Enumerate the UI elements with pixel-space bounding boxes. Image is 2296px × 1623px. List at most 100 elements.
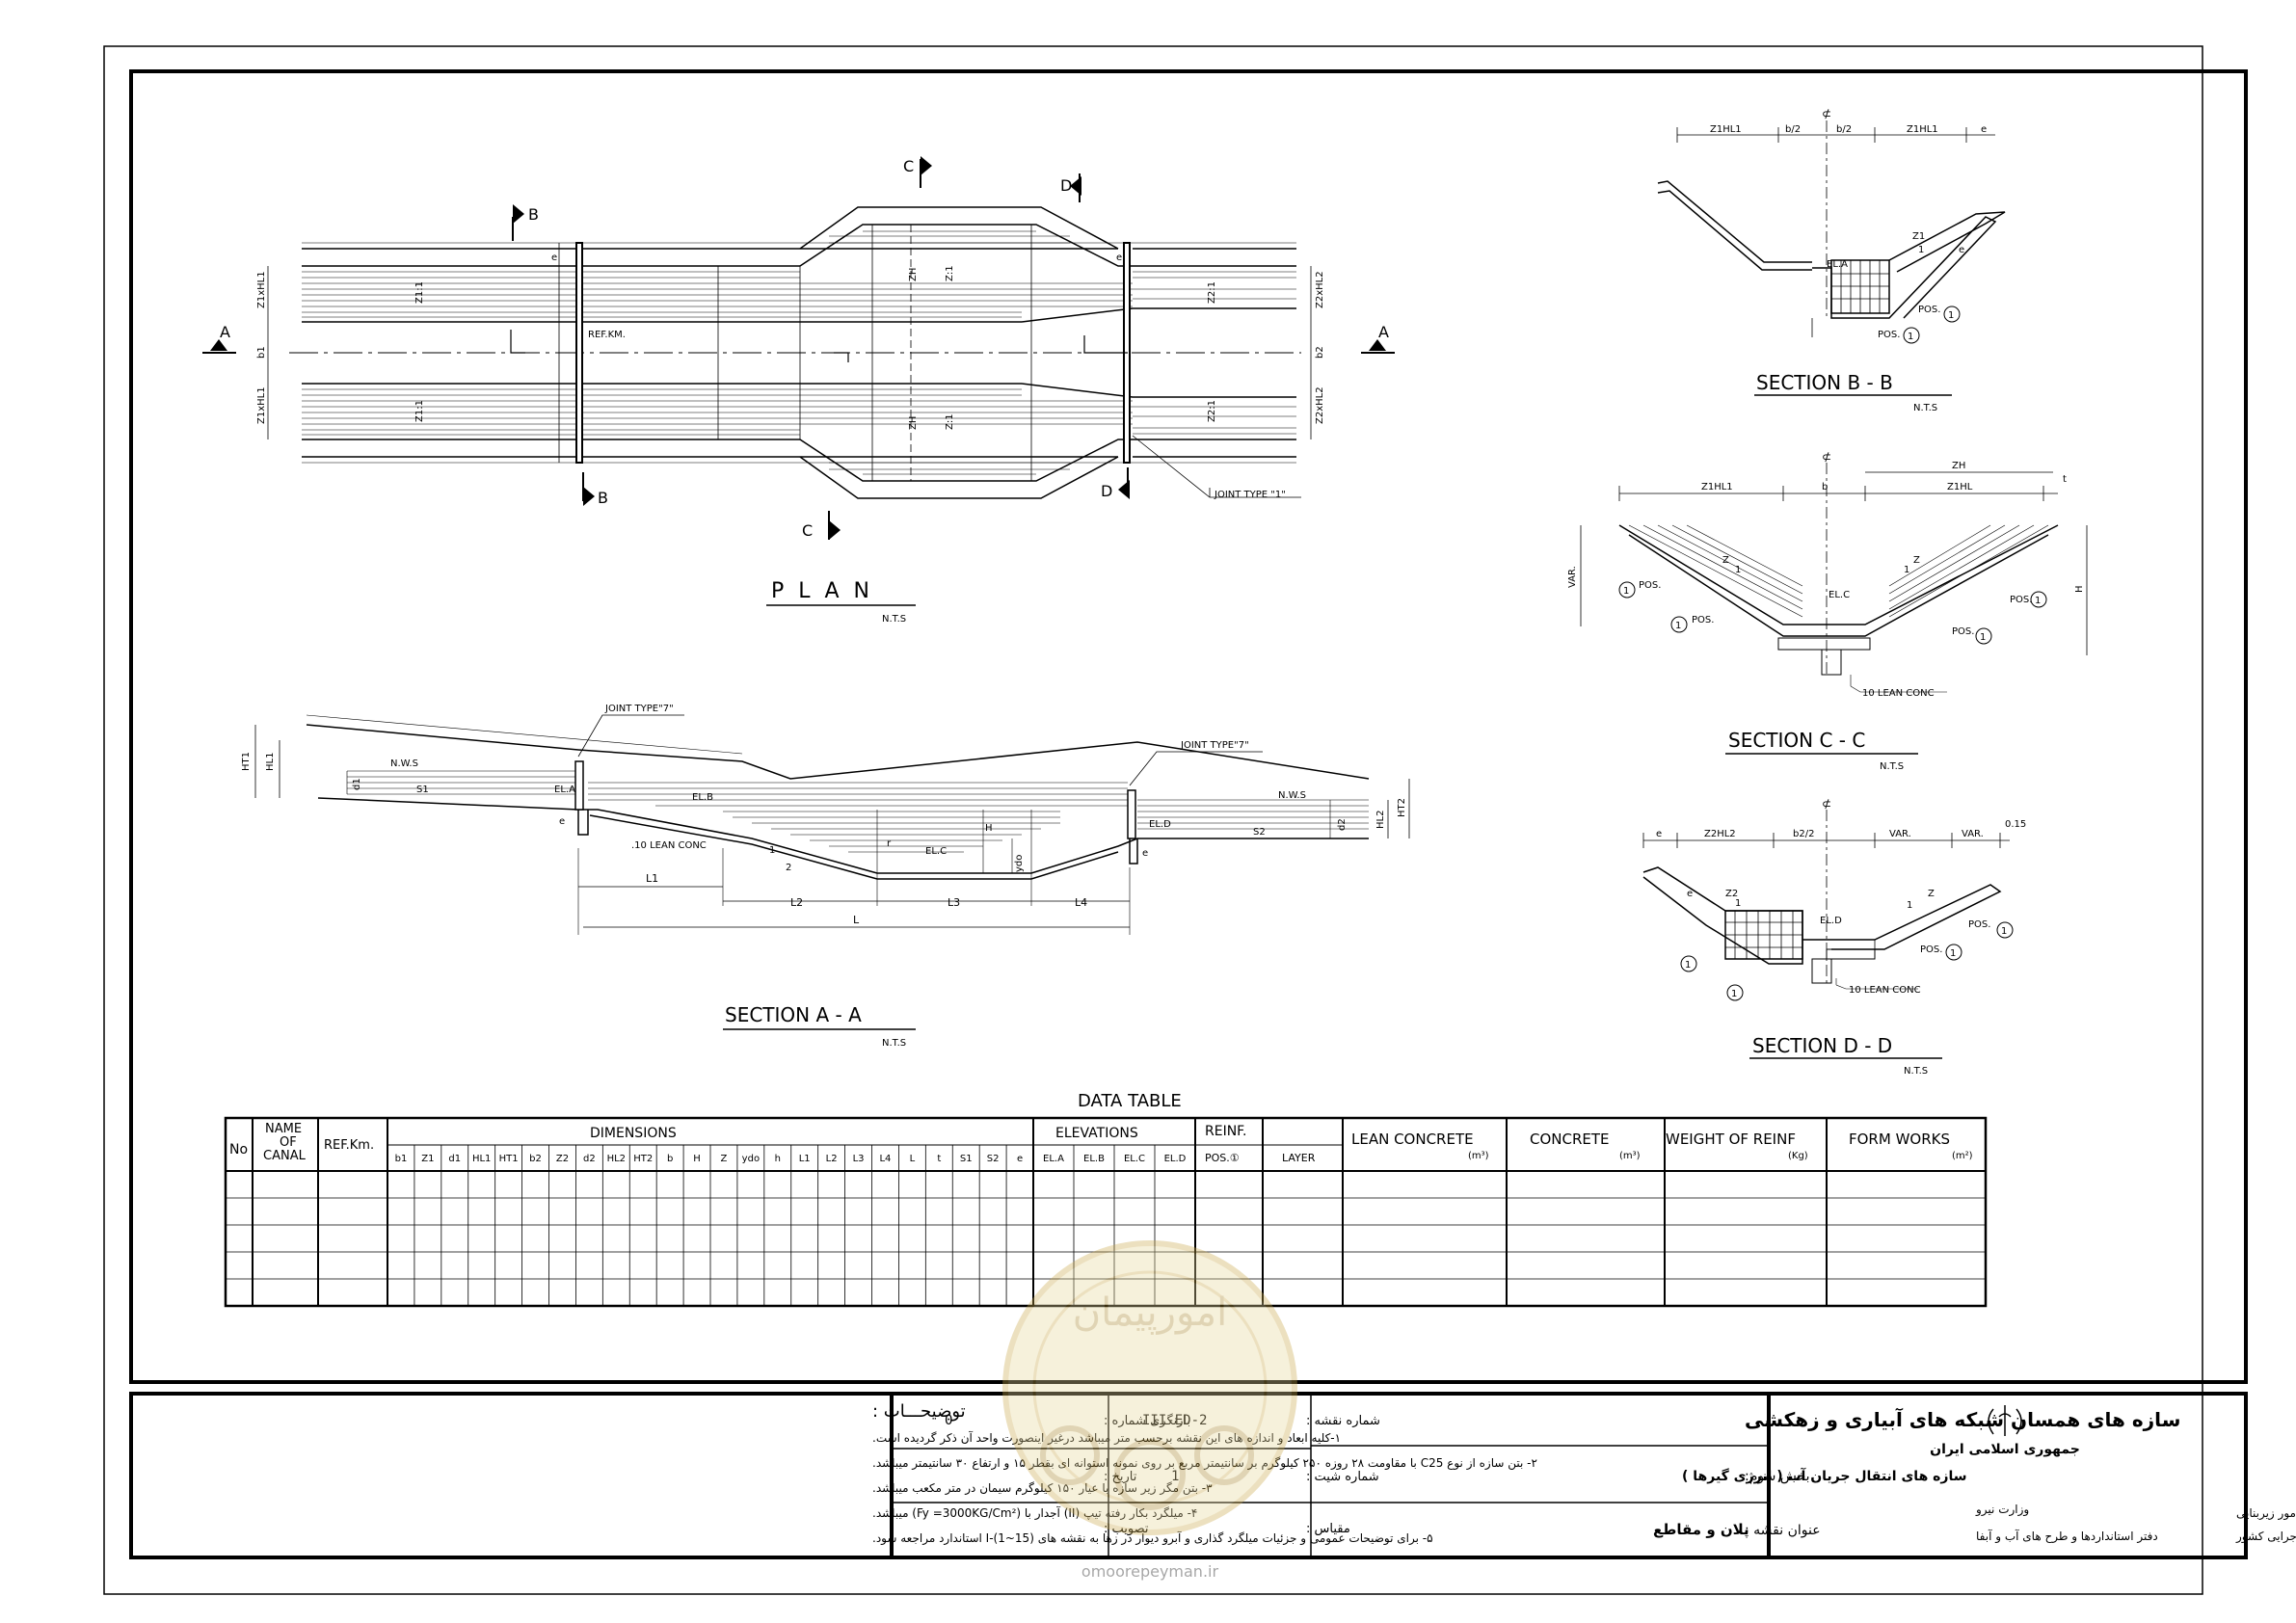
aa-lean-conc: .10 LEAN CONC	[631, 840, 707, 851]
bb-b2-right: b/2	[1836, 124, 1852, 135]
note-3: ۳- بتن مگر زیر سازه با عیار ۱۵۰ کیلوگرم …	[872, 1481, 1213, 1496]
plan-cut-d-top: D	[1060, 176, 1072, 195]
dim-col-label: b2	[529, 1154, 542, 1164]
office-2: دفتر استانداردها و طرح های آب و آبفا	[1976, 1529, 2158, 1544]
title-block	[129, 1392, 2248, 1559]
dim-col-label: L1	[799, 1154, 811, 1164]
dd-pos-b: POS.	[1920, 945, 1942, 955]
cc-z-right: Z	[1913, 555, 1920, 566]
note-4: ۴- میلگرد بکار رفته تیپ (II) آجدار با (F…	[872, 1505, 1197, 1521]
bb-centerline: ⊄	[1822, 107, 1831, 120]
th-weight-unit: (Kg)	[1788, 1151, 1808, 1161]
aa-s1: S1	[416, 785, 429, 795]
dim-col-label: HT2	[633, 1154, 653, 1164]
plan-ref-km: REF.KM.	[588, 330, 626, 340]
dim-col-label: S2	[987, 1154, 1000, 1164]
aa-e-right: e	[1142, 848, 1148, 859]
cc-pos-a-num: 1	[1623, 586, 1629, 597]
aa-l3: L3	[948, 896, 960, 909]
cc-one-right: 1	[1904, 565, 1909, 575]
elev-col-label: EL.A	[1043, 1154, 1064, 1164]
section-cc-title: SECTION C - C	[1728, 729, 1865, 752]
section-dd-scale: N.T.S	[1904, 1066, 1928, 1077]
dim-col-label: h	[775, 1154, 781, 1164]
elev-col-label: EL.B	[1083, 1154, 1105, 1164]
section-bb-scale: N.T.S	[1913, 403, 1937, 413]
aa-s2: S2	[1253, 827, 1266, 838]
dd-pos-d-num: 1	[1731, 989, 1737, 999]
plan-cut-a-right: A	[1378, 323, 1389, 341]
dim-col-label: Z2	[556, 1154, 569, 1164]
aa-eld: EL.D	[1149, 819, 1171, 830]
elev-col-label: EL.D	[1164, 1154, 1187, 1164]
cc-pos-c: POS.	[2010, 595, 2032, 605]
section-dd-title: SECTION D - D	[1752, 1034, 1892, 1057]
th-name-2: OF	[280, 1135, 297, 1150]
drawing-title: پلان و مقاطع	[1653, 1521, 1749, 1539]
th-form-works: FORM WORKS	[1849, 1131, 1950, 1148]
plan-zh-upper: ZH	[908, 268, 919, 281]
notes-title: توضیحـــات :	[872, 1401, 966, 1422]
bb-pos-2-num: 1	[1908, 332, 1913, 342]
th-lean-concrete: LEAN CONCRETE	[1351, 1131, 1474, 1148]
cc-pos-c-num: 1	[2035, 596, 2041, 606]
dim-col-label: S1	[960, 1154, 973, 1164]
dim-col-label: b1	[395, 1154, 408, 1164]
bb-pos-1-num: 1	[1948, 310, 1954, 321]
plan-labels: B B C C D D A A REF.KM. JOINT TYPE "1" Z…	[202, 156, 1395, 625]
cc-z1hl1: Z1HL1	[1701, 482, 1733, 492]
section-aa-scale: N.T.S	[882, 1038, 906, 1049]
aa-h: H	[985, 823, 993, 834]
plan-title: P L A N	[771, 579, 873, 603]
cc-z-left: Z	[1722, 555, 1729, 566]
th-name-1: NAME	[265, 1122, 302, 1136]
bb-slope-1: 1	[1918, 245, 1924, 255]
aa-elb: EL.B	[692, 792, 713, 803]
bb-z1hl1-left: Z1HL1	[1710, 124, 1742, 135]
main-title: سازه های همسان شبکه های آبیاری و زهکشی	[1745, 1407, 2180, 1431]
outer-border	[103, 45, 2203, 1595]
dd-z: Z	[1928, 889, 1935, 899]
cc-var: VAR.	[1567, 566, 1578, 588]
dd-z2hl2: Z2HL2	[1704, 829, 1736, 839]
dim-col-label: HT1	[499, 1154, 519, 1164]
cc-b: b	[1822, 482, 1828, 492]
plan-scale: N.T.S	[882, 614, 906, 625]
plan-e-left: e	[551, 253, 557, 263]
plan-slope-z1-lower: Z1:1	[414, 400, 425, 422]
inner-border	[129, 69, 2248, 1384]
aa-e-left: e	[559, 816, 565, 827]
aa-elc: EL.C	[925, 846, 947, 857]
section-value: سازه های انتقال جریان آب ( انرژی گیرها )	[1682, 1467, 1967, 1484]
dim-col-label: Z1	[421, 1154, 434, 1164]
watermark-logo-text: امورپیمان	[1073, 1290, 1227, 1335]
dd-b2-half: b2/2	[1793, 829, 1814, 839]
dd-pos-b-num: 1	[1950, 948, 1956, 959]
aa-hl1: HL1	[265, 753, 276, 771]
dd-e-side: e	[1687, 889, 1693, 899]
dd-eld: EL.D	[1820, 916, 1842, 926]
section-dd-drawing	[1642, 810, 2010, 990]
dim-col-label: e	[1017, 1154, 1023, 1164]
plan-b2: b2	[1315, 346, 1325, 359]
aa-d2: d2	[1337, 818, 1348, 831]
cc-lean-conc: 10 LEAN CONC	[1862, 688, 1935, 699]
notes-block: توضیحـــات : ۱-کلیه ابعاد و اندازه های ا…	[872, 1401, 1537, 1546]
dd-pos-c-num: 1	[1685, 960, 1691, 971]
iran-emblem-icon	[1988, 1405, 2022, 1436]
section-bb-labels: ⊄ Z1HL1 b/2 b/2 Z1HL1 e Z1 1 EL.A POS. 1…	[1710, 107, 1987, 413]
th-form-unit: (m²)	[1952, 1151, 1973, 1161]
date-label: تاریخ :	[1104, 1470, 1137, 1484]
aa-nws-left: N.W.S	[390, 758, 418, 769]
plan-b1: b1	[256, 346, 267, 359]
bb-b2-left: b/2	[1785, 124, 1801, 135]
data-table: DATA TABLE No NAME OF CANAL REF.Km. DIME…	[224, 1091, 1988, 1308]
cc-t: t	[2063, 474, 2067, 485]
aa-l1: L1	[646, 872, 658, 885]
bb-e-side: e	[1959, 245, 1964, 255]
th-elevations: ELEVATIONS	[1055, 1126, 1138, 1141]
dd-pos-a-num: 1	[2001, 926, 2007, 937]
dim-col-label: t	[937, 1154, 941, 1164]
